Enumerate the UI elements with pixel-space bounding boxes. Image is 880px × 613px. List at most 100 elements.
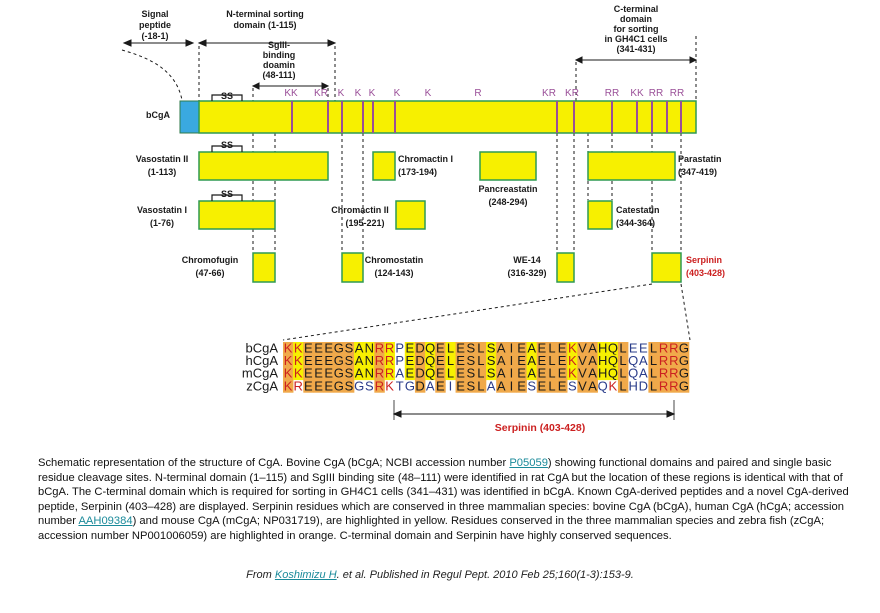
residue: E — [517, 366, 526, 381]
residue-highlight — [313, 367, 324, 381]
residue: G — [405, 378, 415, 393]
cleavage-label: K — [369, 88, 376, 99]
header-label: Signal — [141, 9, 168, 19]
residue-highlight — [445, 367, 456, 381]
residue: A — [639, 353, 648, 368]
residue: E — [456, 378, 465, 393]
residue: K — [568, 366, 577, 381]
accession-link-aah09384[interactable]: AAH09384 — [78, 515, 133, 527]
peptide-label: Chromostatin — [365, 255, 424, 265]
peptide-label: (47-66) — [195, 268, 224, 278]
caption-text-1: Schematic representation of the structur… — [38, 457, 510, 469]
residue: E — [558, 341, 567, 356]
residue: E — [436, 341, 445, 356]
residue: L — [650, 366, 657, 381]
residue-highlight — [668, 379, 680, 393]
residue-highlight — [475, 367, 487, 381]
residue: Q — [598, 378, 608, 393]
residue: S — [466, 353, 475, 368]
residue-highlight — [668, 367, 680, 381]
residue: S — [568, 378, 577, 393]
peptide-label: Serpinin — [686, 255, 722, 265]
residue-highlight — [283, 342, 294, 355]
residue-highlight — [435, 354, 446, 368]
residue-highlight — [475, 379, 487, 393]
residue: K — [284, 353, 293, 368]
residue-highlight — [435, 342, 446, 355]
residue: E — [314, 378, 323, 393]
residue: G — [354, 378, 364, 393]
residue: H — [598, 353, 607, 368]
residue-highlight — [546, 354, 558, 368]
residue: D — [639, 378, 648, 393]
residue: S — [345, 366, 354, 381]
residue-highlight — [607, 342, 619, 355]
residue-highlight — [648, 379, 659, 393]
residue: K — [284, 366, 293, 381]
residue-highlight — [303, 354, 314, 368]
species-label: bCgA — [245, 341, 278, 356]
residue-highlight — [364, 367, 375, 381]
residue: I — [510, 366, 514, 381]
residue: Q — [608, 366, 618, 381]
residue: E — [537, 378, 546, 393]
residue-highlight — [435, 379, 446, 393]
residue-highlight — [516, 367, 527, 381]
residue: G — [679, 341, 689, 356]
residue-highlight — [425, 354, 436, 368]
serpinin-box — [651, 252, 682, 283]
cleavage-label: RR — [605, 88, 619, 99]
residue: A — [639, 366, 648, 381]
residue: A — [588, 353, 597, 368]
residue-highlight — [404, 367, 416, 381]
header-label: doamin — [263, 60, 295, 70]
residue: E — [324, 341, 333, 356]
residue-highlight — [384, 354, 395, 368]
residue: A — [355, 366, 364, 381]
residue: S — [487, 353, 496, 368]
residue: L — [548, 341, 555, 356]
cleavage-label: R — [474, 88, 481, 99]
accession-link-p05059[interactable]: P05059 — [509, 457, 548, 469]
residue-highlight — [414, 342, 426, 355]
residue-highlight — [333, 342, 345, 355]
residue-highlight — [313, 354, 324, 368]
author-link[interactable]: Koshimizu H — [274, 569, 337, 581]
residue-highlight — [536, 379, 548, 393]
residue: L — [477, 378, 484, 393]
residue-highlight — [414, 367, 426, 381]
residue: V — [578, 341, 587, 356]
residue: E — [517, 378, 526, 393]
ss-label: SS — [221, 189, 233, 199]
residue-highlight — [587, 379, 598, 393]
residue-highlight — [496, 354, 507, 368]
residue: V — [578, 366, 587, 381]
serpinin-range-label: Serpinin (403-428) — [495, 422, 585, 434]
residue: Q — [425, 353, 435, 368]
residue: N — [365, 366, 374, 381]
residue-highlight — [343, 367, 355, 381]
residue: E — [558, 353, 567, 368]
peptide-label: Parastatin — [678, 154, 722, 164]
chromactin-ii-box — [395, 200, 426, 230]
residue: S — [487, 341, 496, 356]
pancreastatin-box — [479, 151, 537, 181]
residue: K — [609, 378, 618, 393]
residue-highlight — [567, 354, 578, 368]
residue-highlight — [303, 367, 314, 381]
residue: R — [375, 353, 384, 368]
residue: E — [436, 353, 445, 368]
residue: Q — [425, 341, 435, 356]
residue: R — [659, 378, 668, 393]
residue: L — [477, 341, 484, 356]
residue: L — [447, 341, 454, 356]
cleavage-label: KR — [314, 88, 328, 99]
residue: R — [669, 341, 678, 356]
signal-peptide-segment — [179, 100, 200, 134]
residue-highlight — [323, 354, 335, 368]
citation-from: From — [246, 569, 275, 581]
residue-highlight — [465, 379, 477, 393]
residue: E — [304, 366, 313, 381]
residue-highlight — [475, 354, 487, 368]
residue: R — [375, 378, 384, 393]
